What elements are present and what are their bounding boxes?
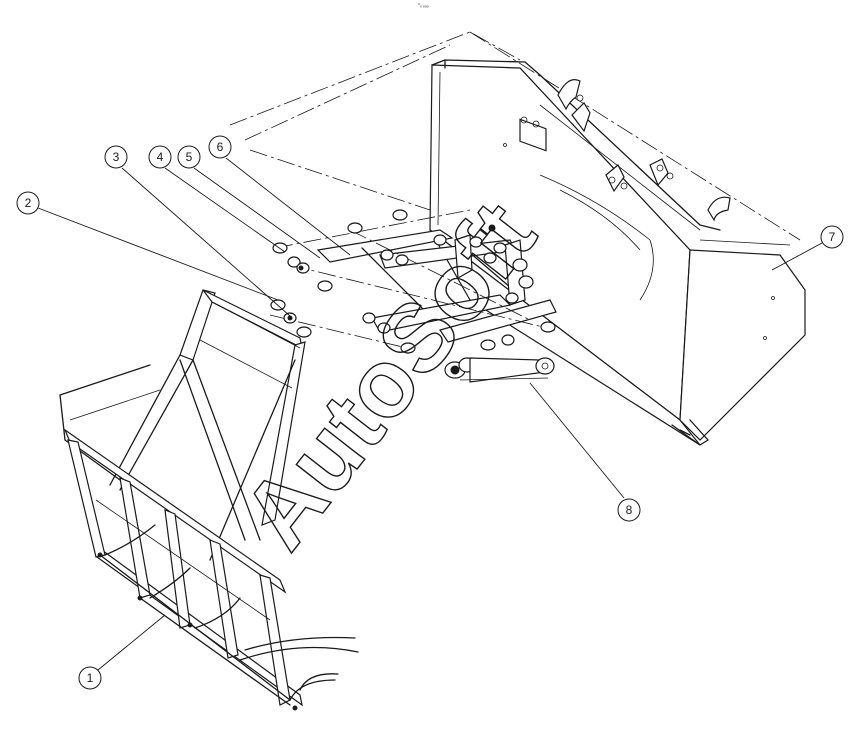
- grapple-frame: [59, 289, 359, 711]
- balloon-8: 8: [617, 498, 641, 522]
- balloon-3: 3: [104, 145, 128, 169]
- balloon-6: 6: [208, 135, 232, 159]
- svg-text:2: 2: [25, 196, 32, 210]
- balloon-5: 5: [177, 145, 201, 169]
- svg-text:7: 7: [829, 230, 836, 244]
- svg-text:8: 8: [626, 503, 633, 517]
- balloon-2: 2: [16, 191, 40, 215]
- link-assembly: [269, 209, 557, 383]
- svg-text:4: 4: [157, 150, 164, 164]
- balloon-7: 7: [820, 225, 844, 249]
- svg-text:6: 6: [217, 140, 224, 154]
- svg-text:5: 5: [186, 150, 193, 164]
- balloon-4: 4: [148, 145, 172, 169]
- cylinder-eye: [444, 339, 555, 383]
- svg-text:1: 1: [87, 671, 94, 685]
- balloon-1: 1: [78, 666, 102, 690]
- bucket: [229, 31, 806, 446]
- callouts: 1 2 3 4 5 6: [16, 135, 844, 690]
- svg-text:3: 3: [113, 150, 120, 164]
- top-mark: °ₓ ₒₒₒ: [418, 3, 429, 9]
